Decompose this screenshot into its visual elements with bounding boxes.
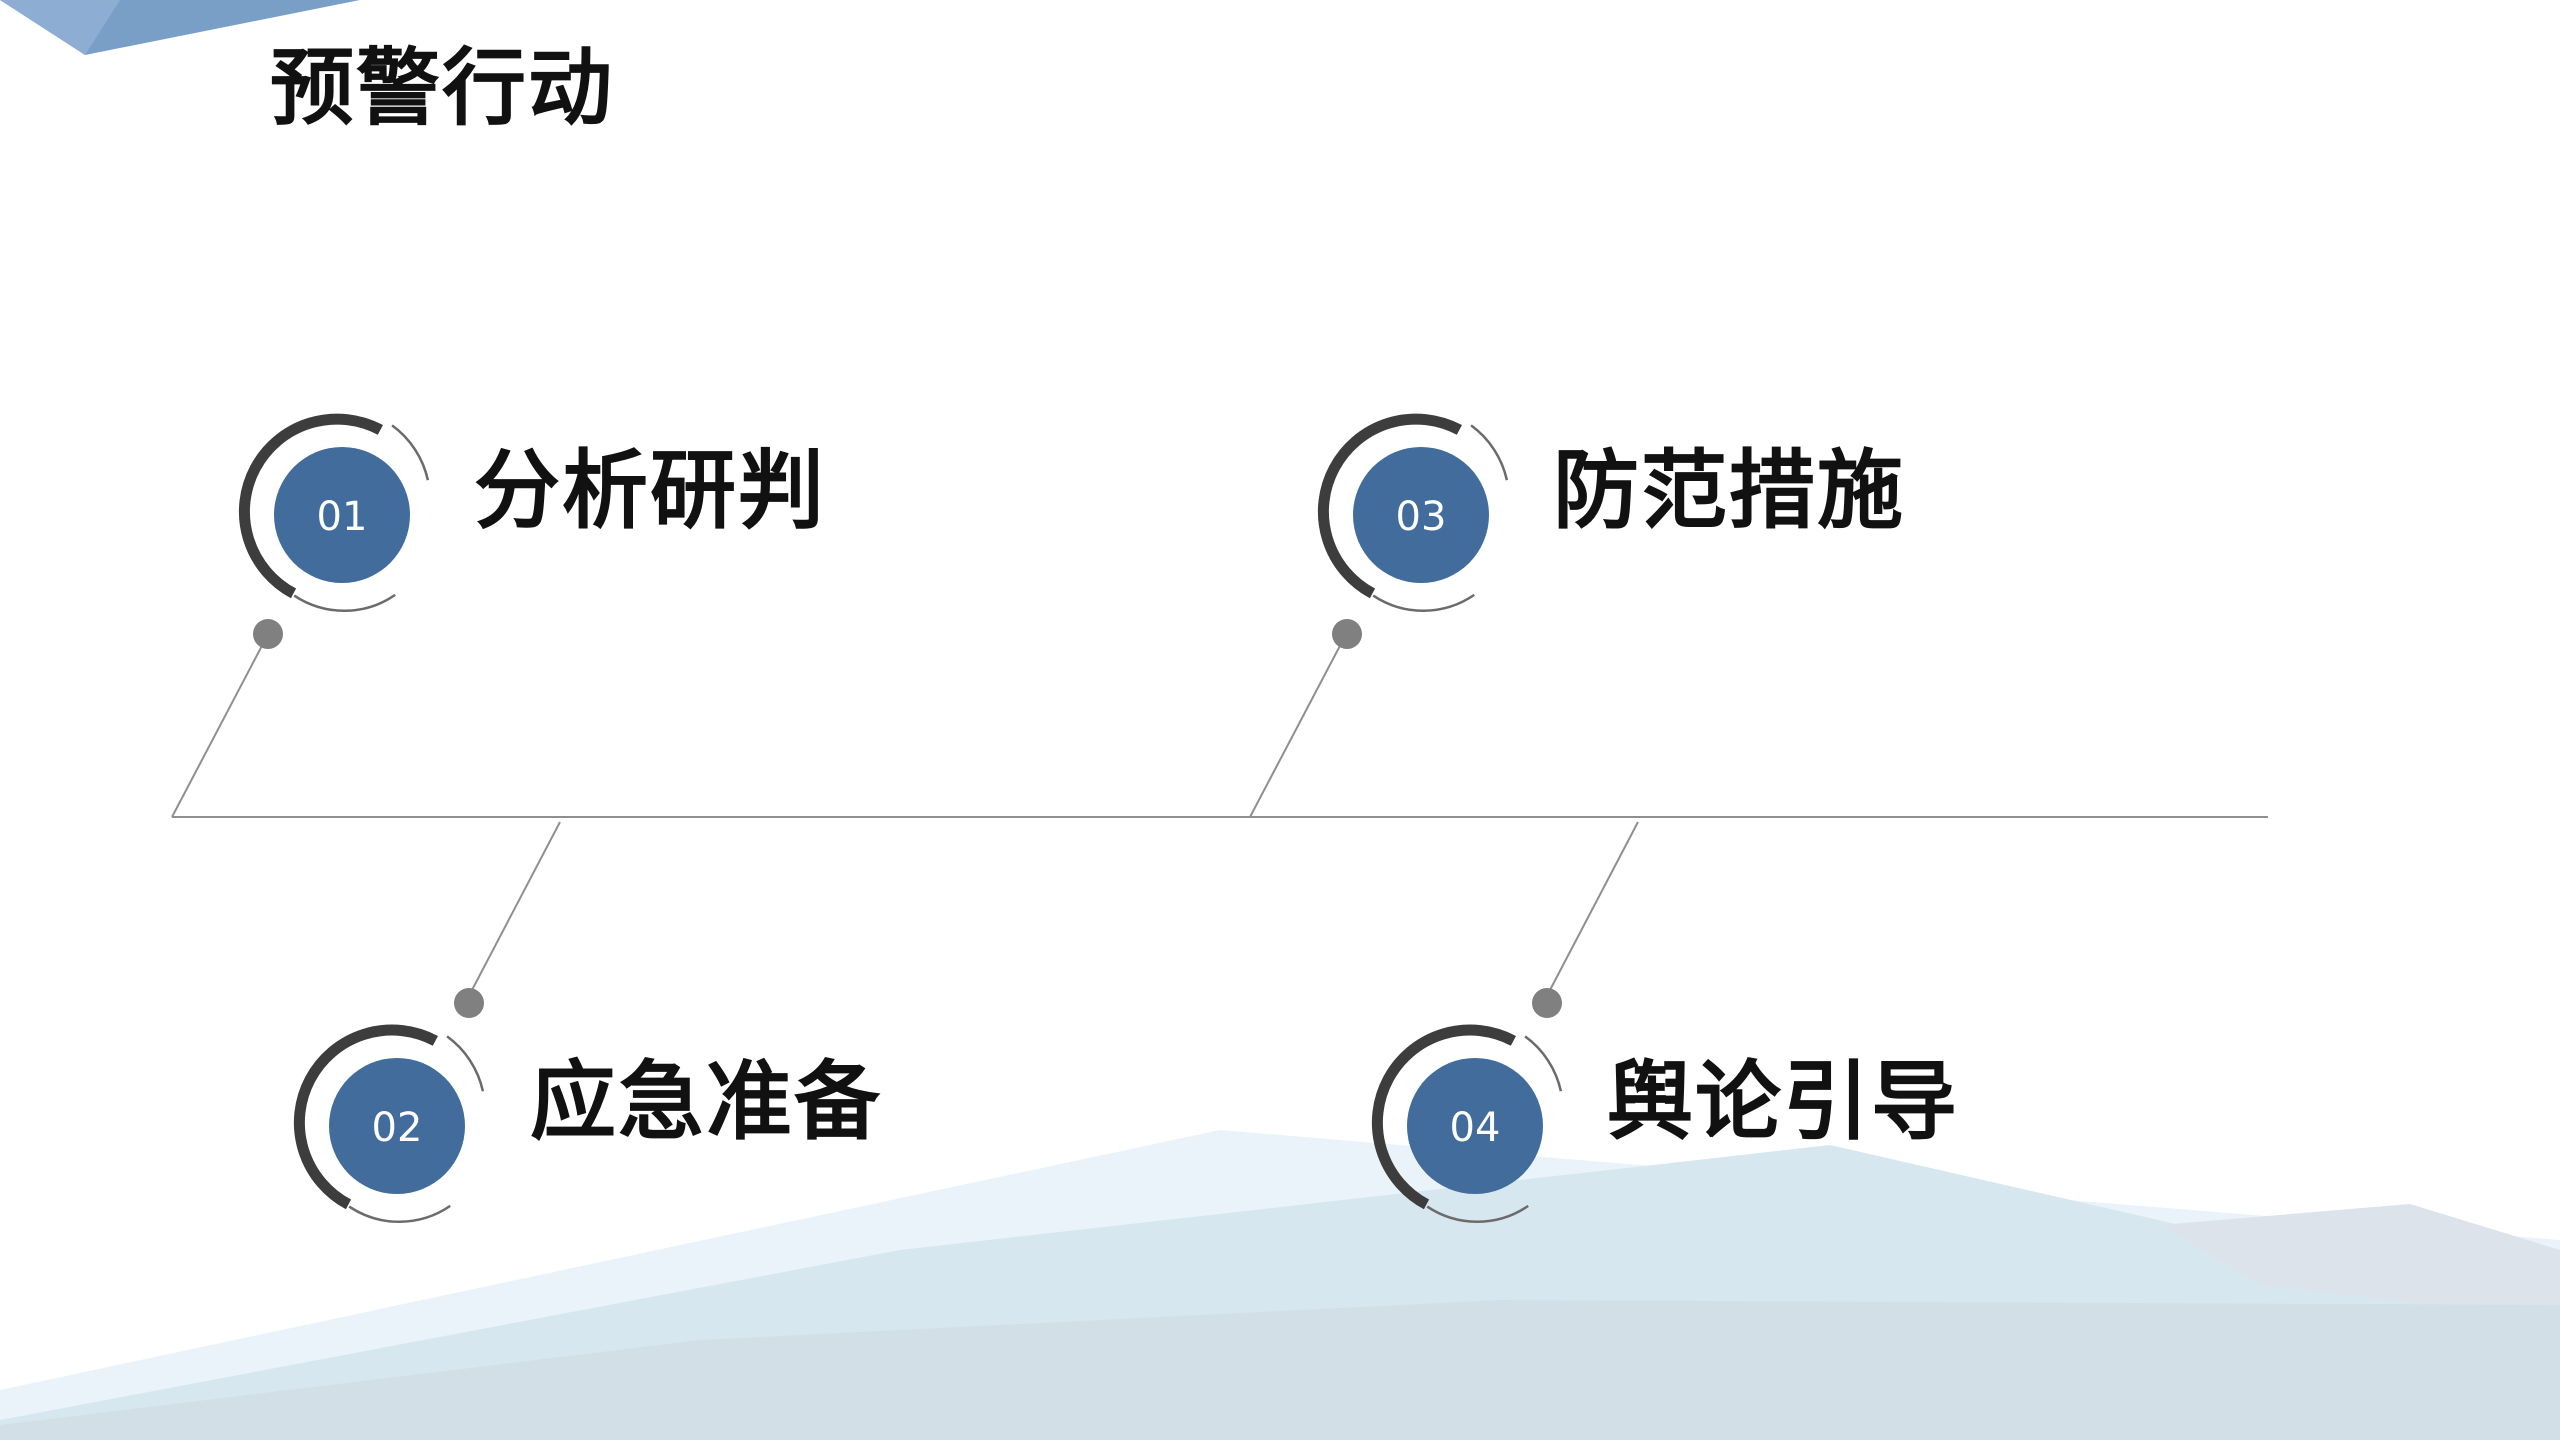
badge-circle [329, 1058, 465, 1194]
ring-arc-thin [1470, 424, 1509, 481]
ring-arc-thin-bottom [293, 593, 396, 613]
step-badge-03: 03 [1317, 413, 1509, 613]
connector-line-02 [471, 821, 561, 991]
ring-arc-thick [1371, 1024, 1516, 1210]
connector-line-03 [1249, 639, 1344, 818]
ring-arc-thin [1524, 1035, 1563, 1092]
step-title-04: 舆论引导 [1607, 1052, 1959, 1152]
step-badge-04: 04 [1371, 1024, 1563, 1224]
mountain-grey [2160, 1204, 2560, 1320]
mountain-front [0, 1300, 2560, 1440]
ring-arc-thick [293, 1024, 438, 1210]
step-number: 03 [1396, 494, 1447, 540]
badge-circle [1353, 447, 1489, 583]
ring-arc-thin [391, 424, 430, 481]
corner-decoration-shade [0, 0, 120, 55]
connector-dot-01 [253, 619, 283, 649]
badge-circle [274, 447, 410, 583]
connector-line-04 [1549, 821, 1639, 991]
step-badge-02: 02 [293, 1024, 485, 1224]
connector-dot-03 [1332, 619, 1362, 649]
connector-line-01 [171, 639, 266, 818]
step-number: 01 [317, 494, 368, 540]
step-title-01: 分析研判 [474, 441, 826, 541]
ring-arc-thin-bottom [1372, 593, 1475, 613]
badge-circle [1407, 1058, 1543, 1194]
ring-arc-thin-bottom [348, 1204, 451, 1224]
background-mountains [0, 1130, 2560, 1440]
connector-dot-02 [454, 988, 484, 1018]
step-title-02: 应急准备 [530, 1052, 882, 1152]
ring-arc-thick [238, 413, 383, 599]
ring-arc-thin-bottom [1426, 1204, 1529, 1224]
step-badge-01: 01 [238, 413, 430, 613]
page-title: 预警行动 [270, 39, 615, 137]
connector-dot-04 [1532, 988, 1562, 1018]
ring-arc-thick [1317, 413, 1462, 599]
step-number: 02 [372, 1105, 423, 1151]
ring-arc-thin [446, 1035, 485, 1092]
step-title-03: 防范措施 [1553, 441, 1905, 541]
step-number: 04 [1450, 1105, 1501, 1151]
